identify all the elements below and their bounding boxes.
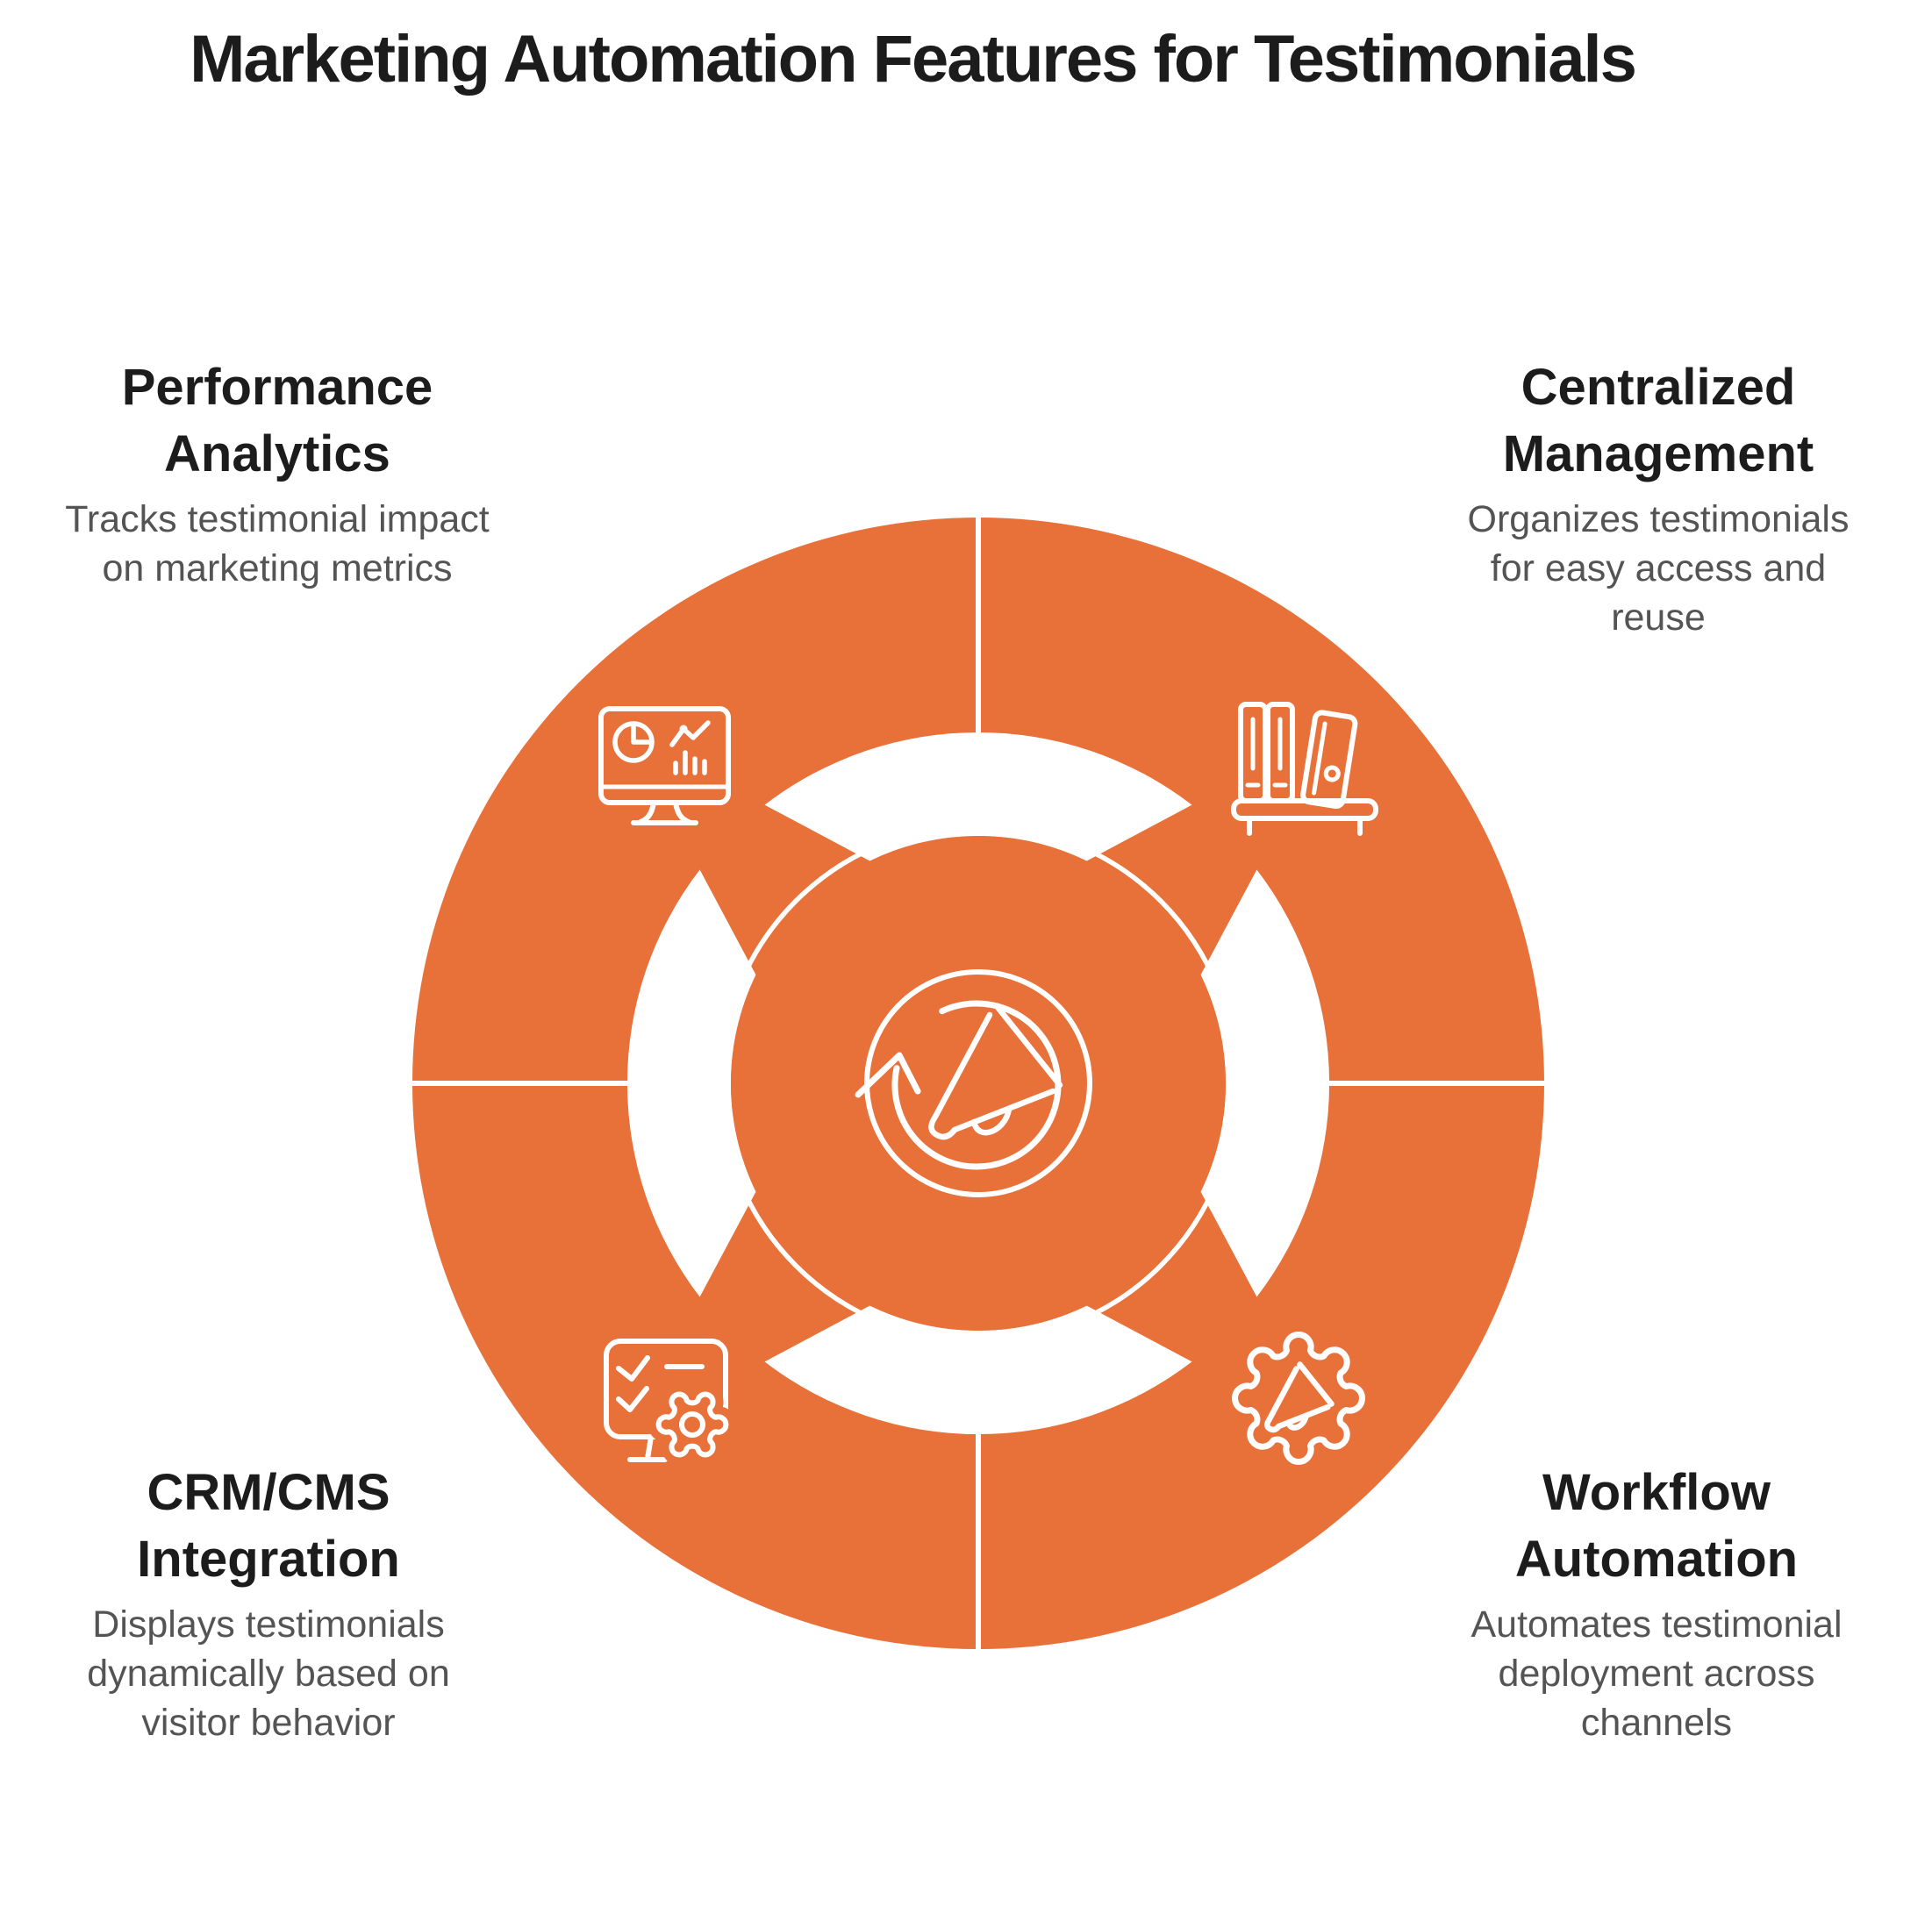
megaphone-icon — [928, 1003, 1063, 1140]
center-circle — [731, 836, 1226, 1331]
bar-chart — [673, 750, 707, 775]
binder-spines — [1250, 717, 1283, 771]
panel-stand — [627, 1434, 668, 1462]
monitor-stand — [631, 800, 698, 825]
feature-title: Performance Analytics — [121, 359, 433, 482]
cycle-arrow-arc — [891, 1000, 1062, 1170]
ring-segment-left — [626, 869, 756, 1297]
small-gear-icon — [655, 1391, 729, 1458]
cycle-arrowhead — [855, 1052, 921, 1098]
trend-dot — [679, 725, 688, 733]
feature-description: Organizes testimonials for easy access a… — [1467, 498, 1850, 639]
feature-title: Centralized Management — [1502, 359, 1814, 482]
page-title: Marketing Automation Features for Testim… — [190, 22, 1637, 96]
checkmark-2 — [616, 1386, 649, 1412]
leaning-binder — [1300, 710, 1358, 810]
feature-title: Workflow Automation — [1514, 1464, 1799, 1588]
megaphone-icon — [1264, 1361, 1335, 1433]
shelf-legs — [1247, 816, 1363, 836]
feature-centralized-management: Centralized Management Organizes testimo… — [1413, 354, 1904, 642]
automation-gear-megaphone-icon — [1232, 1332, 1365, 1465]
trend-line — [669, 720, 711, 747]
analytics-dashboard-icon — [598, 706, 731, 825]
shelf-board — [1231, 798, 1378, 821]
feature-performance-analytics: Performance Analytics Tracks testimonial… — [32, 354, 523, 593]
checkmark-1 — [616, 1355, 650, 1382]
feature-description: Automates testimonial deployment across … — [1470, 1603, 1843, 1744]
ring-segment-bottom — [764, 1305, 1192, 1435]
feature-crm-cms-integration: CRM/CMS Integration Displays testimonial… — [23, 1460, 514, 1747]
feature-description: Tracks testimonial impact on marketing m… — [65, 498, 490, 589]
feature-workflow-automation: Workflow Automation Automates testimonia… — [1411, 1460, 1902, 1747]
monitor-frame — [598, 706, 731, 805]
feature-title: CRM/CMS Integration — [137, 1464, 400, 1588]
checklist-gear-icon — [604, 1339, 737, 1466]
gear-hub — [679, 1411, 705, 1438]
megaphone-cycle-icon — [855, 969, 1092, 1197]
large-gear-icon — [1232, 1332, 1365, 1465]
ring-segment-top — [764, 732, 1192, 861]
binders-shelf-icon — [1231, 702, 1378, 836]
ring-segment-right — [1200, 869, 1330, 1297]
feature-description: Displays testimonials dynamically based … — [87, 1603, 450, 1744]
pie-chart-wedge — [631, 721, 655, 745]
